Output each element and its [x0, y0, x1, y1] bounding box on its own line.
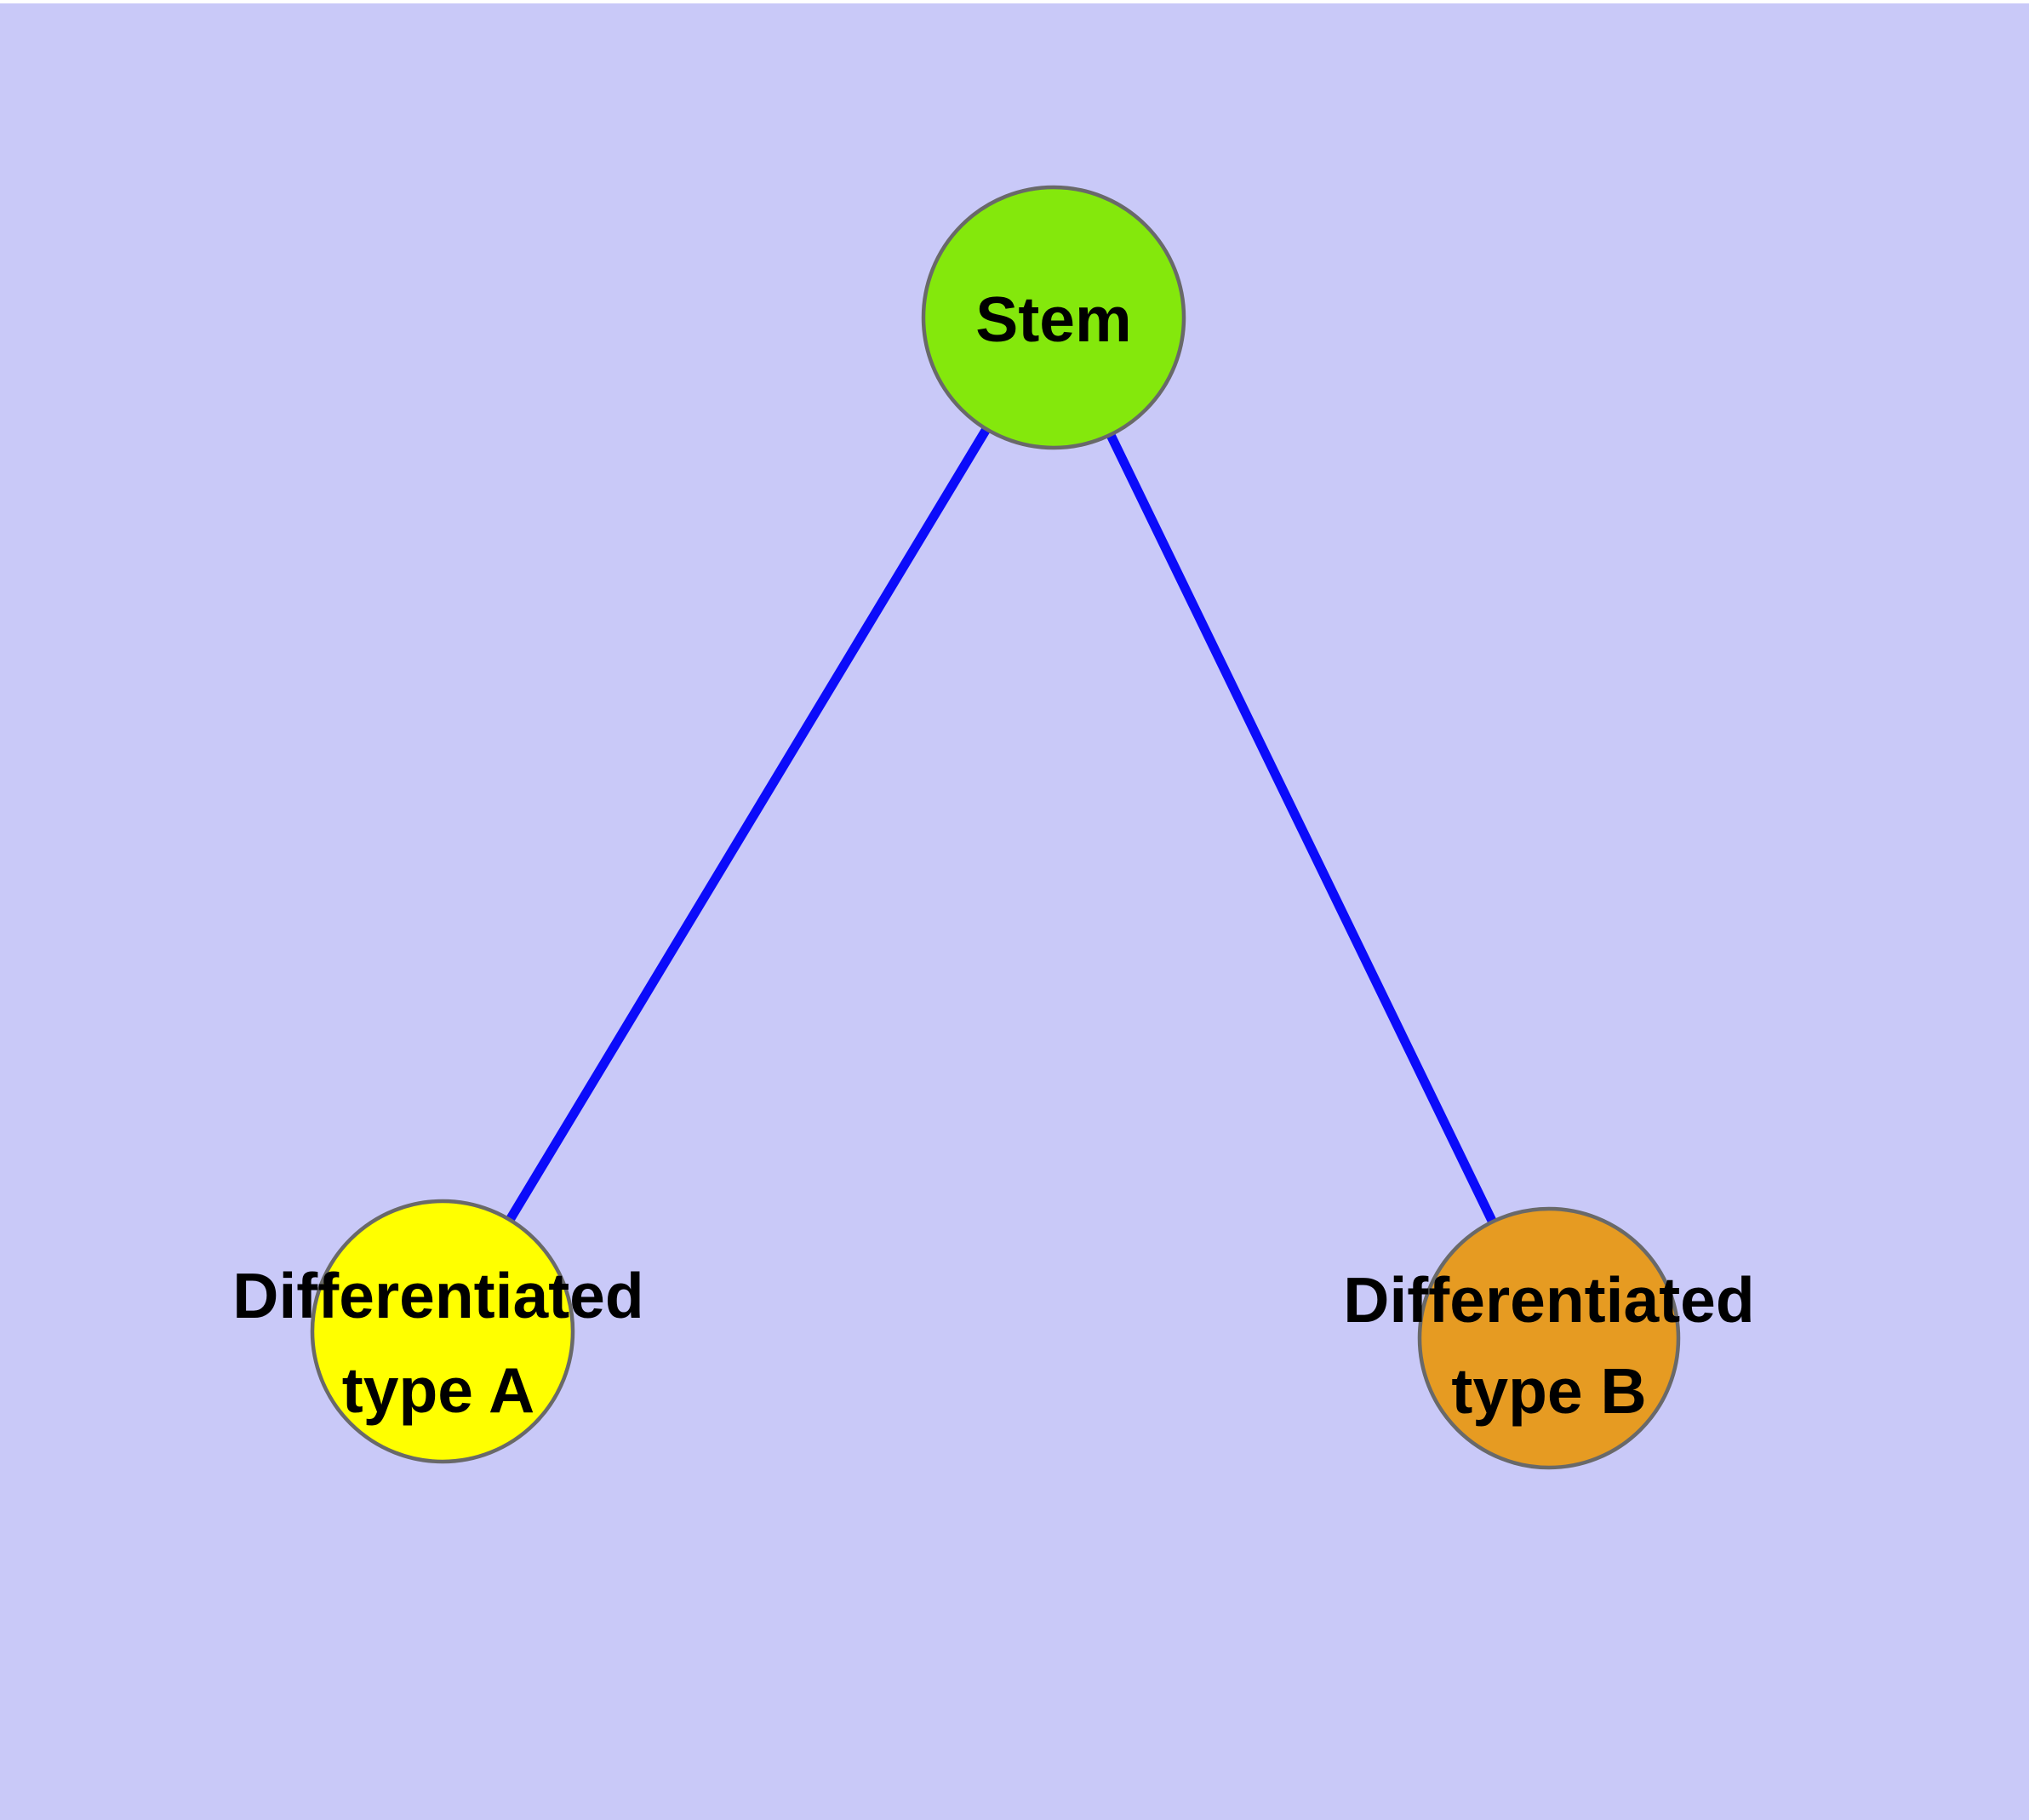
node-type-b-label-line2: type B	[1451, 1355, 1646, 1427]
node-type-a-label-line2: type A	[342, 1354, 534, 1426]
node-differentiated-type-b	[1417, 1206, 1681, 1470]
edge-stem-to-type-a	[438, 315, 1058, 1334]
node-stem	[921, 185, 1186, 450]
node-differentiated-type-a	[310, 1199, 575, 1464]
node-type-a-label-line1: Differentiated	[232, 1260, 643, 1331]
node-type-b-label-line1: Differentiated	[1343, 1264, 1754, 1336]
edge-stem-to-type-b	[1049, 315, 1553, 1341]
node-stem-label: Stem	[975, 283, 1131, 355]
